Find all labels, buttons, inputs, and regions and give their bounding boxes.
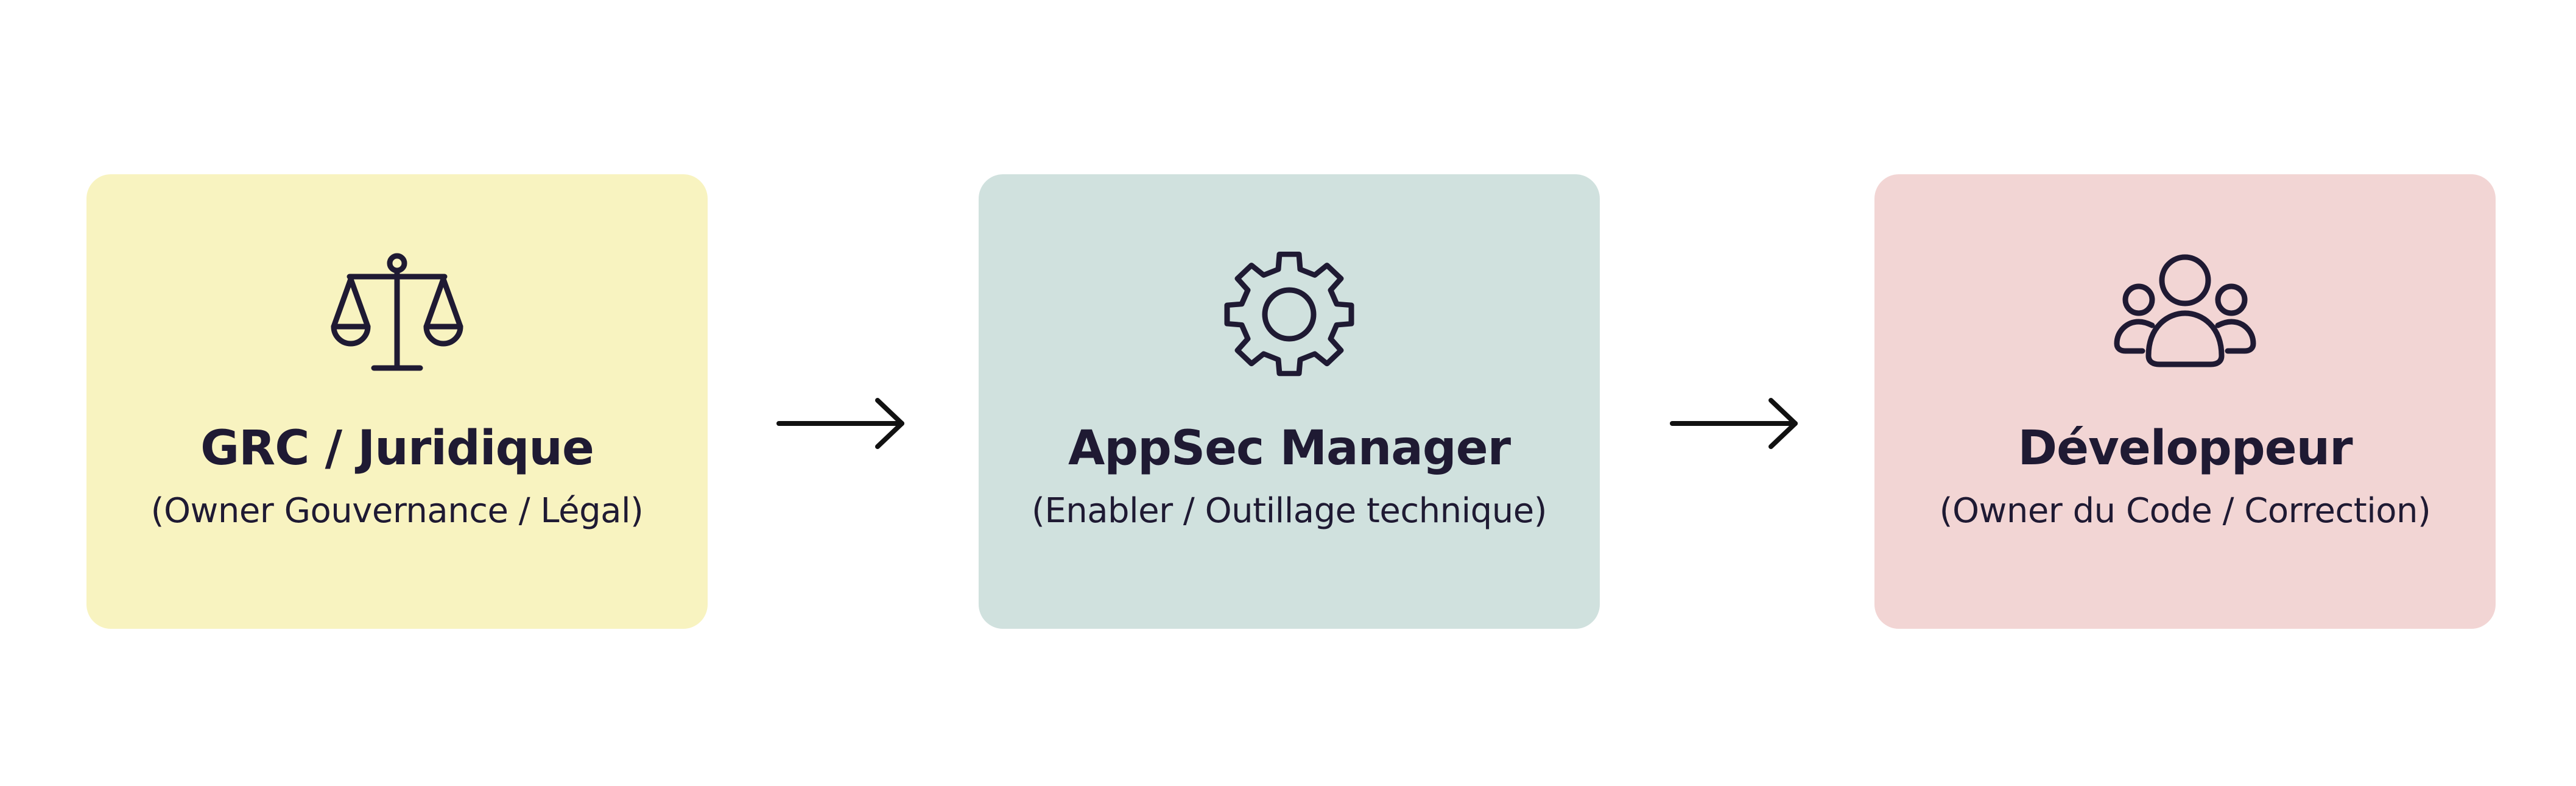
card-title: Développeur (2018, 421, 2353, 476)
appsec-manager-card: AppSec Manager (Enabler / Outillage tech… (979, 174, 1600, 629)
developpeur-card: Développeur (Owner du Code / Correction) (1874, 174, 2496, 629)
grc-juridique-card: GRC / Juridique (Owner Gouvernance / Lég… (86, 174, 708, 629)
card-subtitle: (Owner du Code / Correction) (1939, 491, 2431, 531)
gear-icon (1216, 241, 1362, 388)
card-subtitle: (Owner Gouvernance / Légal) (150, 491, 644, 531)
card-title: AppSec Manager (1068, 421, 1511, 476)
scales-icon (324, 241, 470, 388)
users-icon (2112, 241, 2258, 388)
card-title: GRC / Juridique (200, 421, 594, 476)
card-subtitle: (Enabler / Outillage technique) (1032, 491, 1547, 531)
arrow-right-icon (1670, 393, 1801, 454)
arrow-right-icon (776, 393, 907, 454)
